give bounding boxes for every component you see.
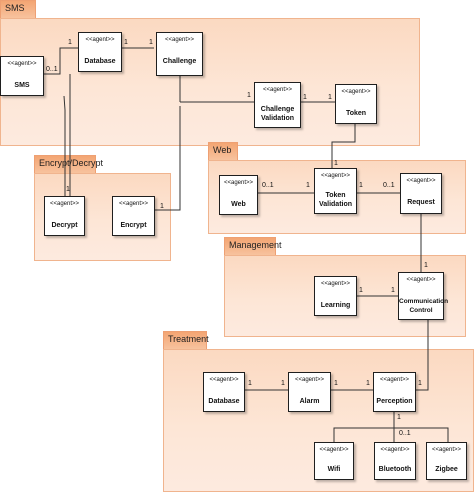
agent-challenge-validation[interactable]: <<agent>> Challenge Validation: [254, 82, 301, 128]
stereotype-label: <<agent>>: [49, 201, 80, 207]
agent-database-sms[interactable]: <<agent>> Database: [78, 32, 122, 72]
agent-name: Decrypt: [51, 222, 78, 229]
package-tab-web: Web: [208, 142, 238, 162]
agent-name: Zigbee: [435, 466, 458, 473]
multiplicity-label: 1: [359, 287, 363, 294]
agent-name: Validation: [260, 115, 295, 122]
assoc-communicationcontrol-perception: [416, 320, 429, 391]
multiplicity-label: 0..1: [399, 430, 411, 437]
multiplicity-label: 1: [160, 203, 164, 210]
stereotype-label: <<agent>>: [118, 201, 149, 207]
stereotype-label: <<agent>>: [431, 447, 462, 453]
agent-wifi[interactable]: <<agent>> Wifi: [314, 442, 354, 480]
assoc-token-tokenvalidation: [331, 124, 356, 168]
agent-name: Perception: [376, 398, 413, 405]
stereotype-label: <<agent>>: [320, 173, 351, 179]
agent-token-validation[interactable]: <<agent>> Token Validation: [314, 168, 357, 214]
multiplicity-label: 0..1: [46, 66, 58, 73]
agent-sms[interactable]: <<agent>> SMS: [0, 56, 44, 96]
agent-name: Database: [208, 398, 240, 405]
stereotype-label: <<agent>>: [85, 37, 115, 43]
multiplicity-label: 1: [391, 287, 395, 294]
agent-alarm[interactable]: <<agent>> Alarm: [288, 372, 331, 412]
agent-name: Web: [231, 201, 246, 208]
multiplicity-label: 1: [248, 380, 252, 387]
stereotype-label: <<agent>>: [406, 178, 436, 184]
agent-name: Communication: [399, 298, 449, 305]
assoc-challenge-encrypt: [155, 106, 181, 211]
agent-database-treatment[interactable]: <<agent>> Database: [203, 372, 245, 412]
package-tab-treatment: Treatment: [163, 331, 209, 351]
agent-request[interactable]: <<agent>> Request: [400, 173, 442, 214]
package-tab-management: Management: [224, 237, 282, 257]
agent-name: Control: [409, 307, 433, 314]
agent-name: Challenge: [260, 106, 295, 113]
stereotype-label: <<agent>>: [319, 447, 349, 453]
agent-name: Request: [407, 199, 435, 206]
stereotype-label: <<agent>>: [341, 89, 371, 95]
stereotype-label: <<agent>>: [406, 277, 436, 283]
multiplicity-label: 1: [124, 39, 128, 46]
agent-name: Learning: [320, 302, 351, 309]
agent-communication-control[interactable]: <<agent>> Communication Control: [398, 272, 449, 320]
stereotype-label: <<agent>>: [164, 37, 195, 43]
multiplicity-label: 1: [281, 380, 285, 387]
package-tab-sms: SMS: [0, 0, 36, 20]
agent-name: Alarm: [299, 398, 320, 405]
stereotype-label: <<agent>>: [379, 377, 410, 383]
stereotype-label: <<agent>>: [320, 281, 351, 287]
agent-zigbee[interactable]: <<agent>> Zigbee: [426, 442, 467, 480]
agent-name: Wifi: [327, 466, 341, 473]
multiplicity-label: 1: [334, 380, 338, 387]
multiplicity-label: 1: [303, 94, 307, 101]
agent-name: Encrypt: [120, 222, 147, 229]
stereotype-label: <<agent>>: [380, 447, 410, 453]
stereotype-label: <<agent>>: [262, 87, 293, 93]
agent-challenge[interactable]: <<agent>> Challenge: [156, 32, 203, 76]
agent-name: Bluetooth: [378, 466, 412, 473]
multiplicity-label: 1: [328, 94, 332, 101]
agent-name: Token: [325, 192, 346, 199]
agent-learning[interactable]: <<agent>> Learning: [314, 276, 357, 316]
multiplicity-label: 0..1: [262, 182, 274, 189]
assoc-sms-database: [44, 47, 78, 75]
agent-name: SMS: [14, 82, 30, 89]
multiplicity-label: 1: [68, 39, 72, 46]
multiplicity-label: 1: [397, 414, 401, 421]
agent-name: Token: [345, 110, 367, 117]
multiplicity-label: 0..1: [383, 182, 395, 189]
stereotype-label: <<agent>>: [294, 377, 325, 383]
multiplicity-label: 1: [366, 380, 370, 387]
agent-encrypt[interactable]: <<agent>> Encrypt: [112, 196, 155, 236]
agent-decrypt[interactable]: <<agent>> Decrypt: [44, 196, 85, 236]
multiplicity-label: 1: [306, 182, 310, 189]
agent-name: Database: [84, 58, 116, 65]
multiplicity-label: 1: [334, 160, 338, 167]
agent-perception[interactable]: <<agent>> Perception: [373, 372, 416, 412]
multiplicity-label: 1: [418, 380, 422, 387]
stereotype-label: <<agent>>: [223, 180, 254, 186]
agent-name: Challenge: [162, 58, 197, 65]
stereotype-label: <<agent>>: [209, 377, 239, 383]
agent-token[interactable]: <<agent>> Token: [335, 84, 377, 124]
multiplicity-label: 1: [247, 92, 251, 99]
agent-name: Validation: [318, 201, 353, 208]
multiplicity-label: 1: [359, 182, 363, 189]
multiplicity-label: 1: [149, 39, 153, 46]
agent-bluetooth[interactable]: <<agent>> Bluetooth: [374, 442, 416, 480]
stereotype-label: <<agent>>: [7, 61, 37, 67]
multiplicity-label: 1: [424, 262, 428, 269]
multiplicity-label: 1: [66, 186, 70, 193]
agent-web[interactable]: <<agent>> Web: [219, 175, 258, 215]
